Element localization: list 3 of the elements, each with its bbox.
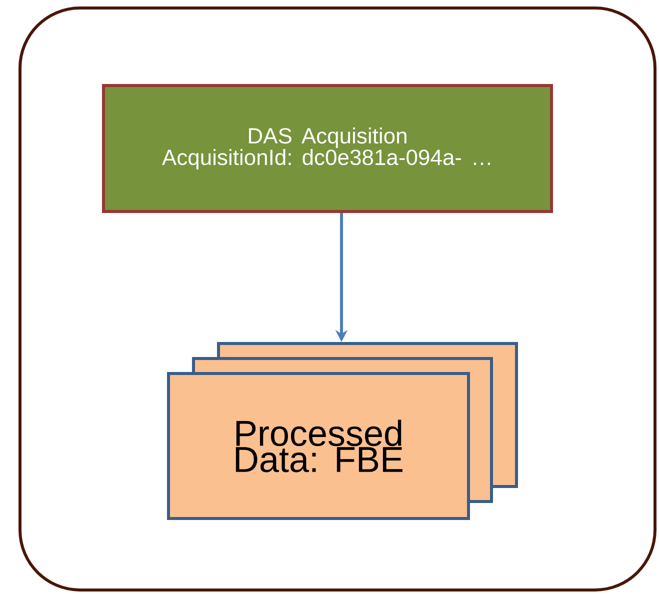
acquisition-box: DAS Acquisition AcquisitionId: dc0e381a-094a- … [102, 84, 553, 213]
panel-frame [18, 6, 656, 592]
stacked-data-box: Processed Data: FBE [167, 342, 518, 520]
